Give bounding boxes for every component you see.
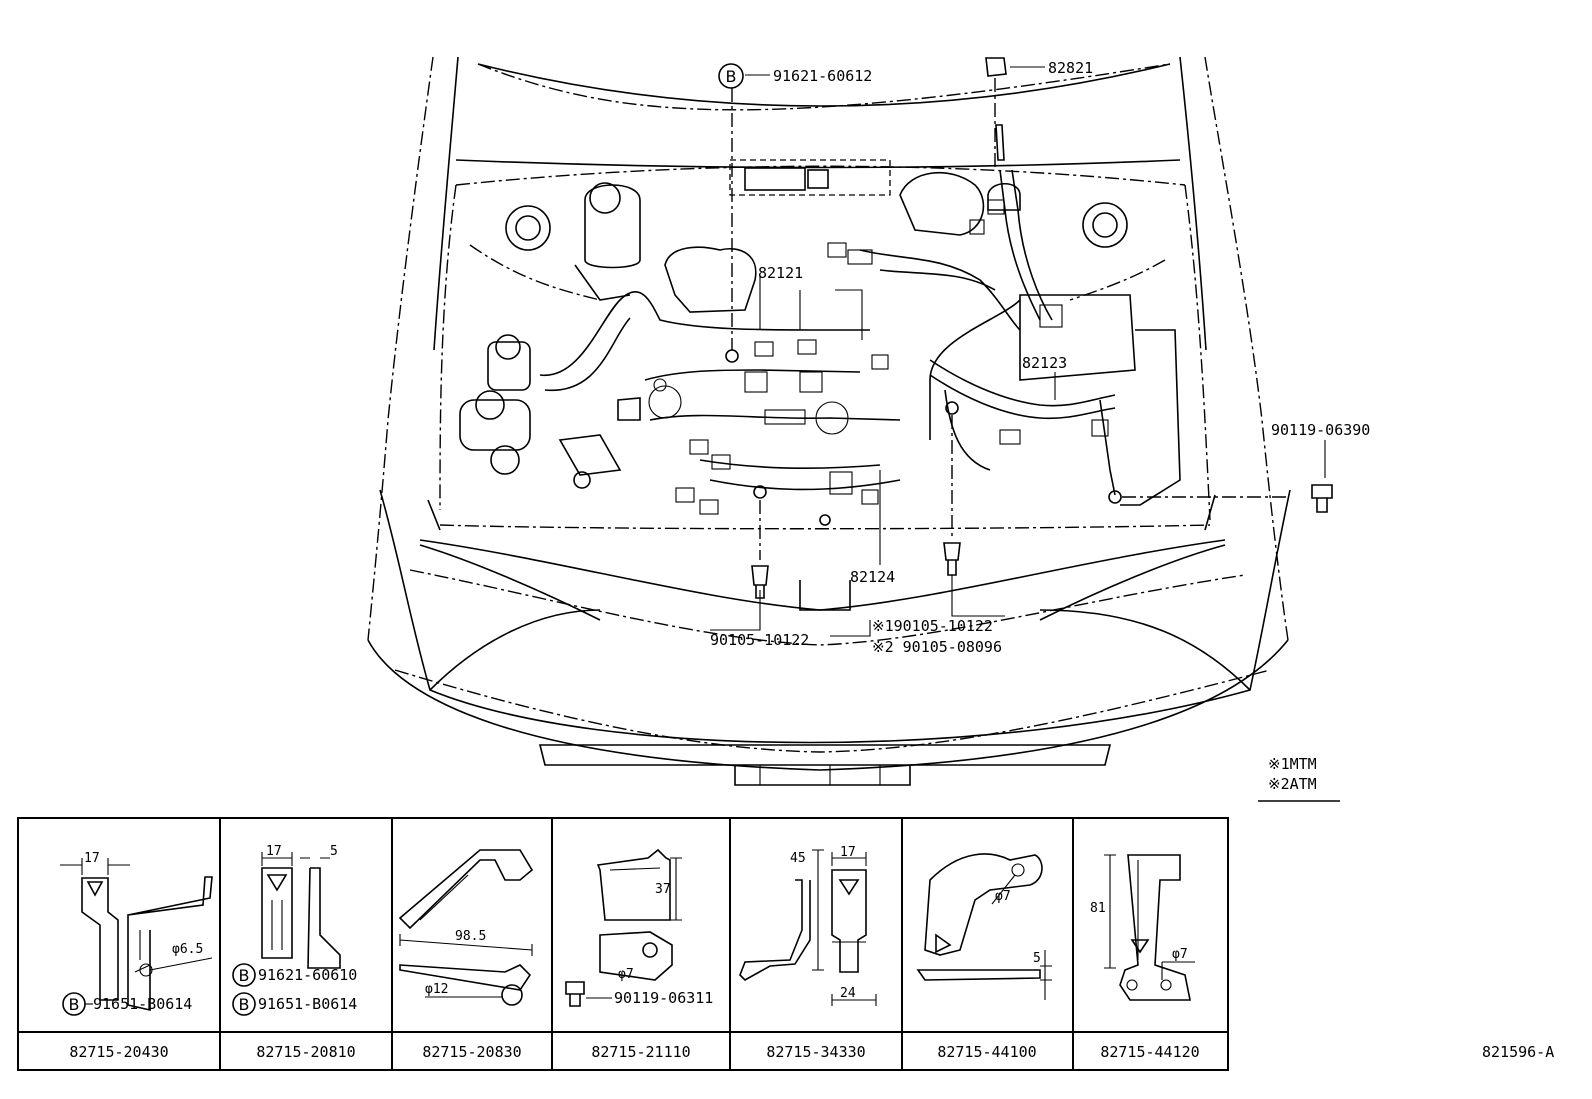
svg-text:5: 5 (330, 844, 338, 859)
part-number-row: 82715-20430 82715-20810 82715-20830 8271… (69, 1043, 1199, 1061)
callout-leaders (710, 66, 1326, 637)
svg-text:17: 17 (84, 851, 100, 866)
svg-text:φ12: φ12 (425, 982, 448, 997)
bolt-icons (751, 57, 1333, 599)
bracket-cell-3: 98.5 φ12 (398, 849, 534, 1006)
svg-text:B: B (726, 67, 737, 86)
bracket-cell-5: 45 17 24 (739, 845, 877, 1006)
bracket-table (17, 817, 1229, 1071)
svg-text:90119-06311: 90119-06311 (614, 989, 713, 1007)
svg-text:B: B (239, 995, 250, 1014)
transmission-legend: ※1MTM ※2ATM (1258, 755, 1340, 802)
svg-text:17: 17 (840, 845, 856, 860)
svg-text:98.5: 98.5 (455, 929, 486, 944)
part-number-6: 82715-44100 (937, 1043, 1036, 1061)
svg-text:B: B (239, 966, 250, 985)
svg-text:5: 5 (1033, 951, 1041, 966)
callout-harness-lower: 82124 (850, 568, 895, 586)
bracket-cell-7: 81 φ7 (1090, 854, 1195, 1001)
bracket-cell-2: 17 5 B 91621-60610 B 91651-B0614 (232, 844, 357, 1016)
callout-harness-main: 82121 (758, 264, 803, 282)
svg-text:91651-B0614: 91651-B0614 (93, 995, 192, 1013)
legend-atm: ※2ATM (1268, 775, 1317, 793)
callout-bolt-center-atm: ※2 90105-08096 (872, 638, 1002, 656)
svg-text:81: 81 (1090, 901, 1106, 916)
svg-text:B: B (69, 995, 80, 1014)
engine-components (459, 124, 1181, 526)
callout-bolt-right: 90119-06390 (1271, 421, 1370, 439)
svg-text:17: 17 (266, 844, 282, 859)
svg-text:φ7: φ7 (618, 967, 634, 982)
part-number-4: 82715-21110 (591, 1043, 690, 1061)
part-number-1: 82715-20430 (69, 1043, 168, 1061)
bracket-cell-6: φ7 5 (916, 853, 1052, 1000)
svg-text:37: 37 (655, 882, 671, 897)
bracket-cell-1: 17 φ6.5 B 91651-B0614 (60, 851, 213, 1016)
part-number-3: 82715-20830 (422, 1043, 521, 1061)
vehicle-body-outline (367, 56, 1291, 786)
svg-text:45: 45 (790, 851, 806, 866)
callout-screw-b: 91621-60612 (773, 67, 872, 85)
svg-text:φ6.5: φ6.5 (172, 942, 203, 957)
svg-text:φ7: φ7 (1172, 947, 1188, 962)
diagram-code: 821596-A (1482, 1043, 1554, 1061)
svg-text:91621-60610: 91621-60610 (258, 966, 357, 984)
callout-harness-right: 82123 (1022, 354, 1067, 372)
svg-text:91651-B0614: 91651-B0614 (258, 995, 357, 1013)
b-marker-icon: B (718, 63, 744, 89)
part-number-2: 82715-20810 (256, 1043, 355, 1061)
callout-grommet: 82821 (1048, 59, 1093, 77)
part-number-7: 82715-44120 (1100, 1043, 1199, 1061)
bracket-cell-4: 37 φ7 90119-06311 (565, 848, 713, 1007)
svg-text:φ7: φ7 (995, 889, 1011, 904)
svg-text:24: 24 (840, 986, 856, 1001)
part-number-5: 82715-34330 (766, 1043, 865, 1061)
legend-mtm: ※1MTM (1268, 755, 1317, 773)
callout-bolt-center-mtm: ※190105-10122 (872, 617, 993, 635)
callout-bolt-left: 90105-10122 (710, 631, 809, 649)
